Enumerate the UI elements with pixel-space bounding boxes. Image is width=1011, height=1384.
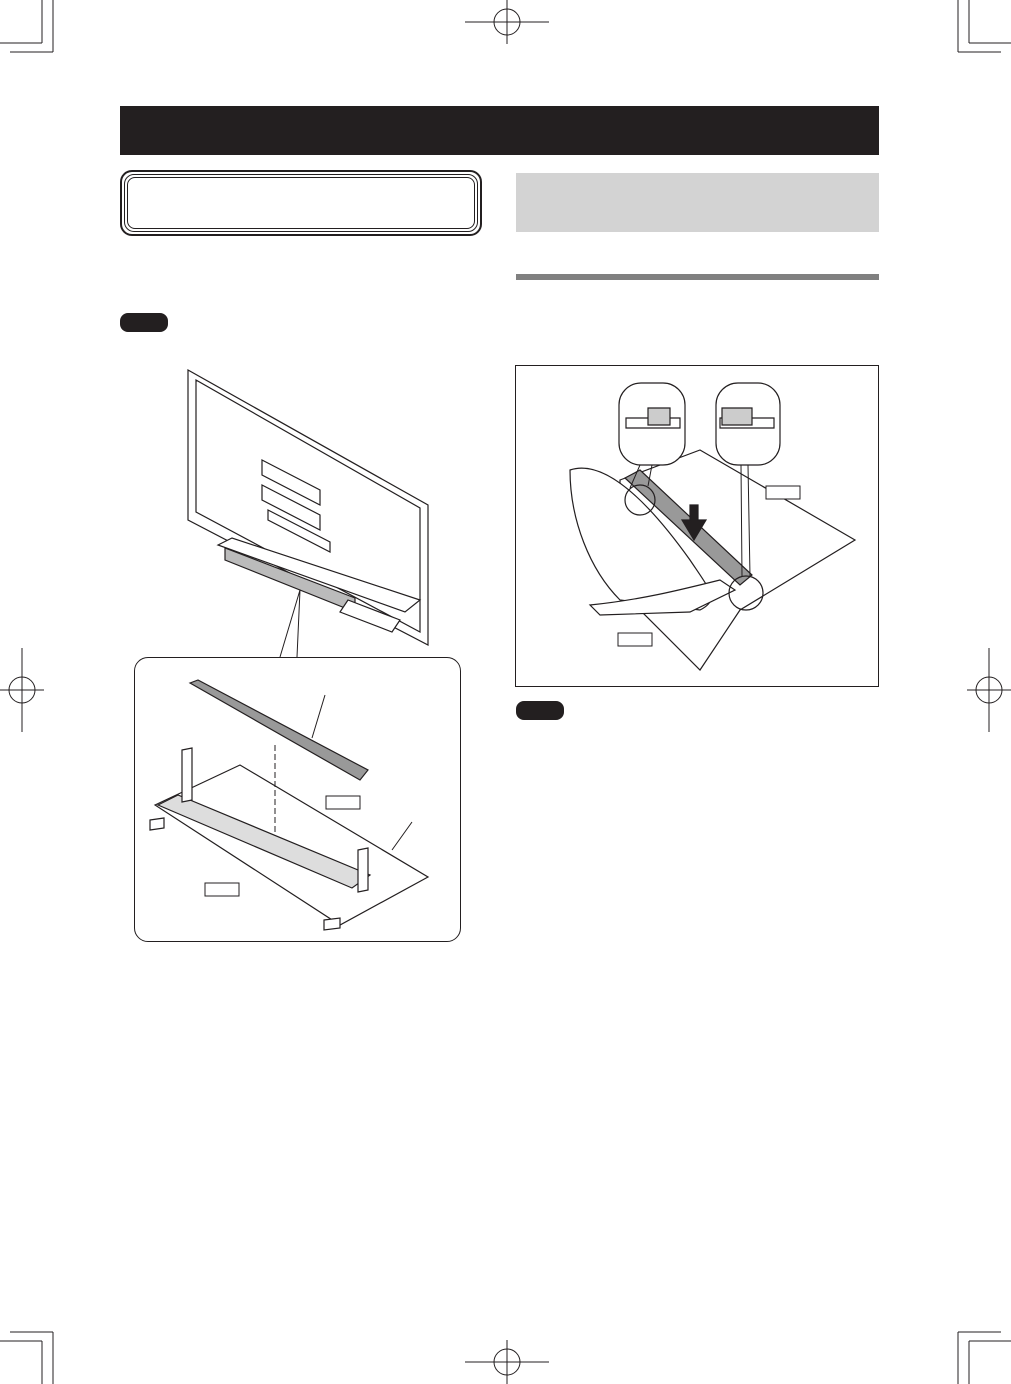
part-label-box [325,795,361,810]
stand-detail-callout [134,657,461,942]
note-badge [120,313,168,332]
note-badge [516,701,564,720]
part-label-box [617,632,653,647]
registration-mark-right [967,648,1011,732]
cover-insertion-figure [515,365,879,687]
part-label-box [765,485,801,500]
section-rule [516,274,879,280]
registration-mark-left [0,648,44,732]
header-bar [120,106,879,155]
framed-title-box [120,170,482,236]
part-label-box [204,882,240,897]
registration-mark-top [465,0,549,44]
registration-mark-bottom [465,1340,549,1384]
section-heading [516,173,879,232]
